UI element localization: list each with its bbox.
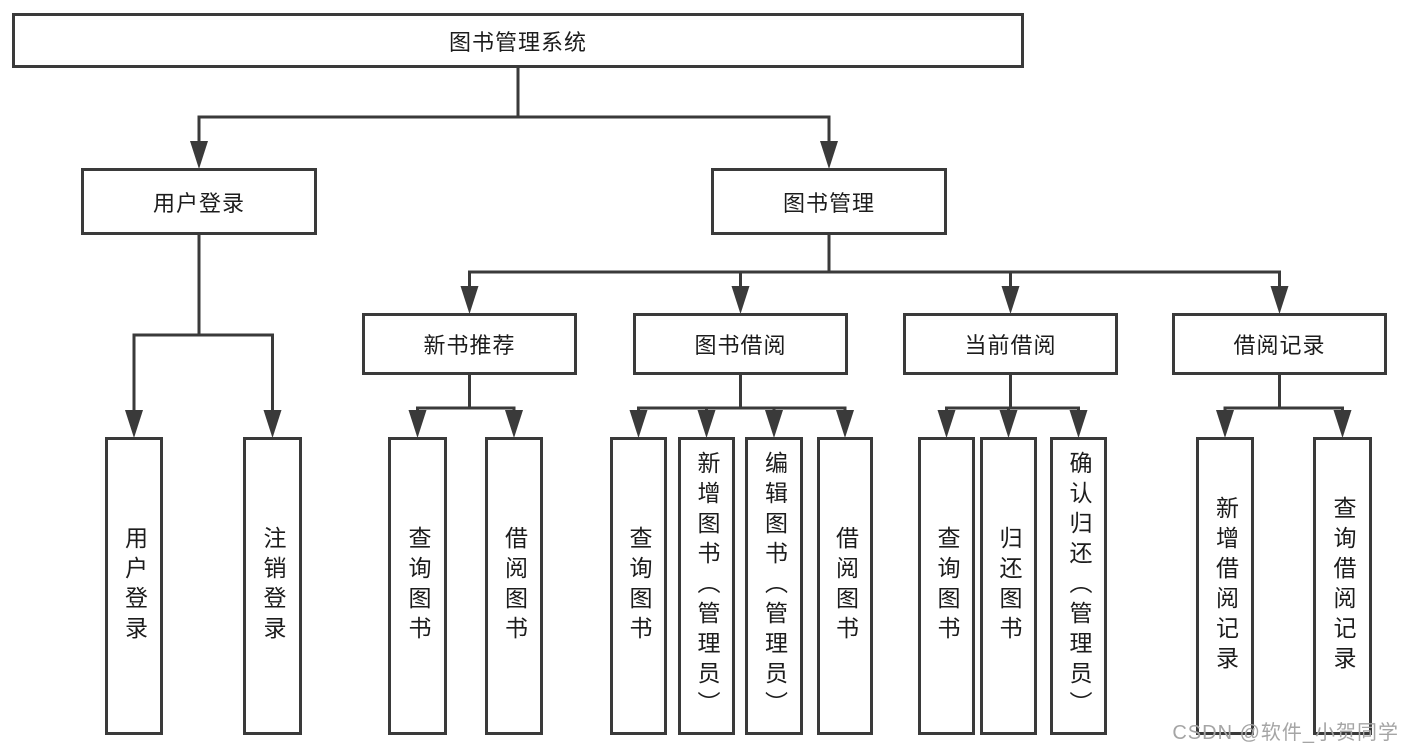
node-label: 借阅记录 xyxy=(1233,333,1326,358)
node-label: 新书推荐 xyxy=(423,333,516,358)
node-v-user-login: 用户登录 xyxy=(105,437,163,735)
node-label: 借阅图书 xyxy=(832,526,859,646)
node-label: 查询借阅记录 xyxy=(1330,496,1356,676)
arrowhead-icon xyxy=(125,410,143,438)
arrowhead-icon xyxy=(1069,410,1088,438)
node-label: 编辑图书（管理员） xyxy=(761,451,788,721)
arrowhead-icon xyxy=(460,286,479,314)
node-root: 图书管理系统 xyxy=(12,13,1024,68)
arrowhead-icon xyxy=(408,410,427,438)
arrowhead-icon xyxy=(836,410,854,438)
arrowhead-icon xyxy=(1270,286,1289,314)
node-label: 新增图书（管理员） xyxy=(694,451,720,721)
node-v-add-book: 新增图书（管理员） xyxy=(678,437,735,735)
node-label: 注销登录 xyxy=(260,526,286,646)
arrowhead-icon xyxy=(765,410,783,438)
node-label: 查询图书 xyxy=(626,526,652,646)
arrowhead-icon xyxy=(263,410,282,438)
node-label: 用户登录 xyxy=(152,190,245,216)
node-v-add-record: 新增借阅记录 xyxy=(1196,437,1254,735)
node-v-borrow-book-2: 借阅图书 xyxy=(817,437,873,735)
arrowhead-icon xyxy=(629,410,648,438)
arrowhead-icon xyxy=(190,141,208,169)
node-book-mgmt: 图书管理 xyxy=(711,168,947,235)
arrowhead-icon xyxy=(937,410,956,438)
node-label: 用户登录 xyxy=(121,526,148,646)
node-v-confirm-return: 确认归还（管理员） xyxy=(1050,437,1107,735)
node-v-edit-book: 编辑图书（管理员） xyxy=(745,437,803,735)
arrowhead-icon xyxy=(731,286,750,314)
arrowhead-icon xyxy=(1333,410,1352,438)
node-v-query-book-3: 查询图书 xyxy=(918,437,975,735)
node-label: 查询图书 xyxy=(405,526,431,646)
node-borrow-records: 借阅记录 xyxy=(1172,313,1387,375)
node-book-borrow: 图书借阅 xyxy=(633,313,848,375)
arrowhead-icon xyxy=(820,141,838,169)
node-v-logout: 注销登录 xyxy=(243,437,302,735)
node-v-query-book-2: 查询图书 xyxy=(610,437,667,735)
node-label: 当前借阅 xyxy=(964,333,1057,358)
node-label: 归还图书 xyxy=(996,526,1022,646)
arrowhead-icon xyxy=(1001,286,1020,314)
node-v-return-book: 归还图书 xyxy=(980,437,1037,735)
node-label: 查询图书 xyxy=(934,526,960,646)
node-current-borrow: 当前借阅 xyxy=(903,313,1118,375)
node-v-query-record: 查询借阅记录 xyxy=(1313,437,1372,735)
node-label: 确认归还（管理员） xyxy=(1066,451,1092,721)
node-label: 借阅图书 xyxy=(501,526,528,646)
node-v-query-book-1: 查询图书 xyxy=(388,437,447,735)
node-label: 图书借阅 xyxy=(694,333,787,358)
node-label: 图书管理 xyxy=(782,190,875,216)
arrowhead-icon xyxy=(697,410,716,438)
node-user-login: 用户登录 xyxy=(81,168,317,235)
csdn-watermark: CSDN @软件_小贺同学 xyxy=(1172,722,1399,744)
node-label: 图书管理系统 xyxy=(448,29,587,55)
node-new-book-rec: 新书推荐 xyxy=(362,313,577,375)
arrowhead-icon xyxy=(505,410,523,438)
node-label: 新增借阅记录 xyxy=(1212,496,1239,676)
arrowhead-icon xyxy=(999,410,1018,438)
node-v-borrow-book-1: 借阅图书 xyxy=(485,437,543,735)
arrowhead-icon xyxy=(1216,410,1234,438)
